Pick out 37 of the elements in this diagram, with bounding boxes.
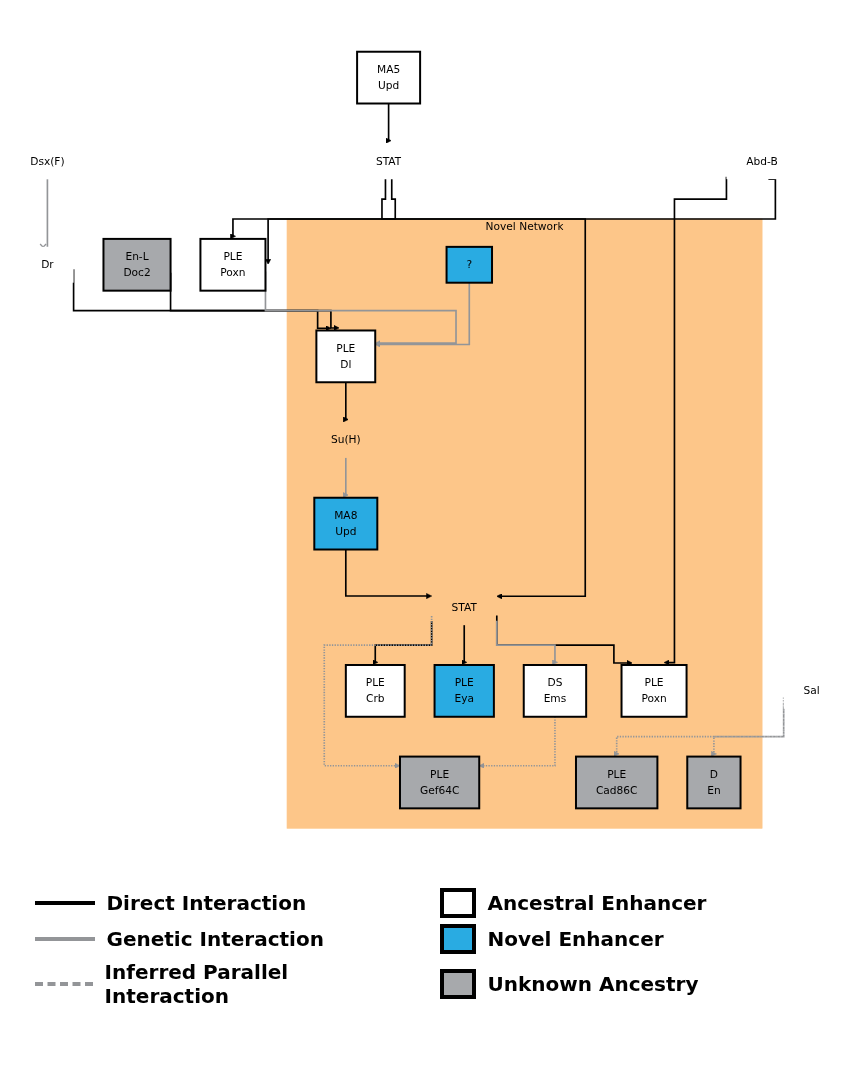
node-text: STAT xyxy=(451,600,477,614)
arrow xyxy=(371,620,432,666)
node-box: MA5 Upd xyxy=(355,50,421,105)
node-box: PLE Poxn xyxy=(620,664,688,718)
legend-text: Inferred Parallel Interaction xyxy=(104,960,290,1008)
node-box: MA8 Upd xyxy=(312,496,378,551)
node-box: PLE Cad86C xyxy=(574,755,658,810)
node-box: D En xyxy=(685,755,742,810)
node-text: Dsx(F) xyxy=(29,154,65,168)
node-box: PLE Poxn xyxy=(198,237,266,292)
node-box: PLE Crb xyxy=(344,664,406,718)
arrow xyxy=(344,548,432,599)
node-box: PLE Eya xyxy=(433,664,495,718)
arrow xyxy=(374,281,470,348)
node-box: ? xyxy=(445,245,493,284)
node-text: Su(H) xyxy=(330,433,361,446)
arrow xyxy=(322,615,432,769)
node-box: PLE Gef64C xyxy=(398,755,480,810)
node-text: Sal xyxy=(803,684,820,697)
arrow xyxy=(380,178,586,600)
legend-text: Genetic Interaction xyxy=(106,927,324,951)
arrow xyxy=(495,620,558,666)
arrow xyxy=(229,178,396,240)
arrow xyxy=(460,624,467,666)
legend-text: Novel Enhancer xyxy=(487,927,664,951)
arrow xyxy=(264,178,776,265)
arrow xyxy=(342,381,349,423)
node-box: DS Ems xyxy=(522,664,587,718)
node-text: STAT xyxy=(375,154,401,168)
arrow xyxy=(342,457,349,498)
legend-text: Unknown Ancestry xyxy=(487,972,699,996)
arrow xyxy=(385,102,392,144)
legend-text: Direct Interaction xyxy=(106,891,307,915)
legend-text: Ancestral Enhancer xyxy=(487,891,707,915)
node-box: PLE Dl xyxy=(314,329,376,384)
node-box: En-L Doc2 xyxy=(101,237,172,292)
node-text: Abd-B xyxy=(745,154,778,168)
